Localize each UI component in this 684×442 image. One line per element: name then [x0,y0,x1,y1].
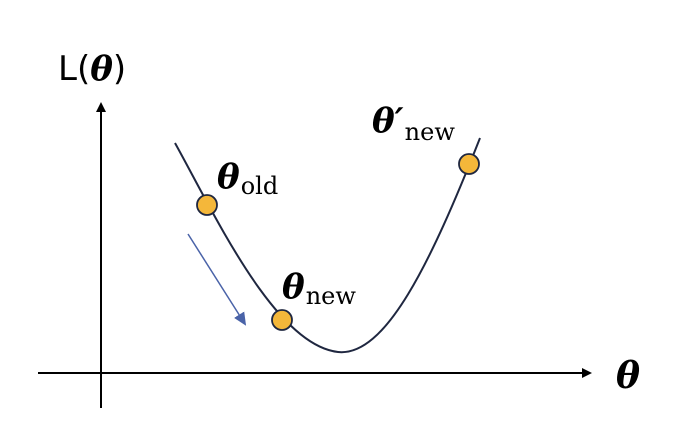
label-theta-old: θold [217,157,278,200]
point-theta-old [196,194,218,216]
gradient-step-arrow [187,233,247,326]
point-theta-new [271,309,293,331]
label-theta-new: θnew [282,267,356,310]
x-axis-label: θ [616,355,640,397]
point-theta-new-prime [458,153,480,175]
loss-curve [174,137,481,354]
y-axis-label: L(θ) [58,49,126,89]
label-theta-new-prime: θ′new [372,101,455,146]
